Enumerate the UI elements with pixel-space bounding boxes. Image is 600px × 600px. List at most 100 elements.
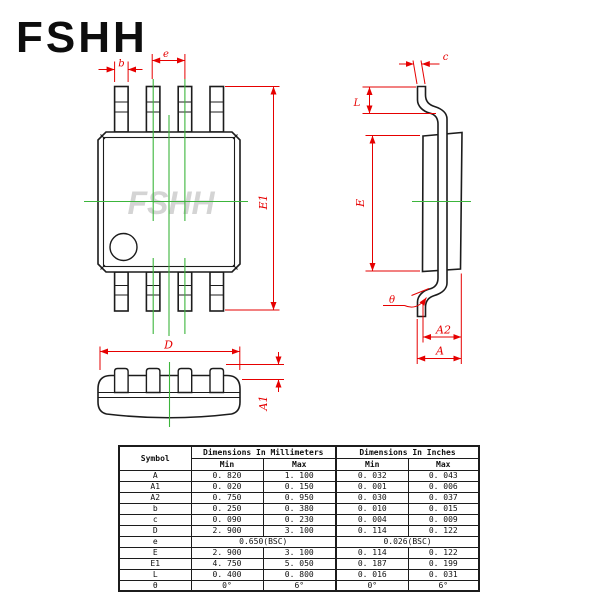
dimension-table: Symbol Dimensions In Millimeters Dimensi… [118,445,481,592]
pin1-indicator [109,232,138,262]
dim-label-D: D [163,339,173,352]
table-row: L 0. 400 0. 800 0. 016 0. 031 [118,568,480,581]
dim-label-A: A [435,345,444,358]
cell-symbol: θ [118,579,192,592]
dim-label-L: L [353,98,361,109]
top-view-dimensions [98,54,280,311]
dim-label-E1: E1 [257,194,270,210]
cell-symbol: A2 [118,491,192,504]
cell-mm-max: 3. 100 [262,524,337,537]
brand-logo: FSHH [16,13,148,62]
table-row: E 2. 900 3. 100 0. 114 0. 122 [118,546,480,559]
cell-in-max: 0. 199 [407,557,480,570]
table-row: A 0. 820 1. 100 0. 032 0. 043 [118,469,480,482]
col-header-in-max: Max [407,457,480,471]
cell-mm-min: 0. 250 [190,502,264,515]
cell-mm-max: 0. 380 [262,502,337,515]
front-leads [113,367,225,394]
cell-in-min: 0. 187 [335,557,409,570]
cell-symbol: e [118,535,192,548]
cell-mm-min: 0. 820 [190,469,264,482]
table-header-row: Symbol Dimensions In Millimeters Dimensi… [118,445,480,471]
cell-in-min: 0. 032 [335,469,409,482]
pin [209,271,225,312]
cell-in-min: 0. 016 [335,568,409,581]
cell-in-max: 0. 006 [407,480,480,493]
col-header-mm: Dimensions In Millimeters [190,445,337,459]
dim-label-A1: A1 [257,396,270,412]
cell-mm-max: 5. 050 [262,557,337,570]
table-row: b 0. 250 0. 380 0. 010 0. 015 [118,502,480,515]
cell-in-max: 0. 037 [407,491,480,504]
cell-mm-min: 2. 900 [190,524,264,537]
cell-in-min: 0. 030 [335,491,409,504]
cell-mm-min: 0. 020 [190,480,264,493]
front-view: D A1 [97,339,284,427]
table-row: A2 0. 750 0. 950 0. 030 0. 037 [118,491,480,504]
centerlines [84,79,248,336]
table-row: c 0. 090 0. 230 0. 004 0. 009 [118,513,480,526]
dimension-table-container: Symbol Dimensions In Millimeters Dimensi… [118,445,481,592]
cell-mm-max: 0. 150 [262,480,337,493]
dim-label-c: c [443,52,449,63]
cell-mm-min: 0. 750 [190,491,264,504]
table-row: D 2. 900 3. 100 0. 114 0. 122 [118,524,480,537]
gull-wing-lead [416,85,448,318]
cell-mm-max: 0. 230 [262,513,337,526]
cell-in-min: 0. 114 [335,524,409,537]
pin [113,271,129,312]
cell-symbol: E1 [118,557,192,570]
cell-mm-min: 0. 400 [190,568,264,581]
cell-mm-max: 1. 100 [262,469,337,482]
cell-mm-min: 0. 090 [190,513,264,526]
col-header-mm-min: Min [190,457,264,471]
pin [113,85,129,133]
cell-symbol: b [118,502,192,515]
cell-mm-max: 0. 800 [262,568,337,581]
cell-mm-max: 6° [262,579,337,592]
dim-label-theta: θ [389,295,395,306]
cell-mm-min: 0° [190,579,264,592]
side-view: c L E θ A2 A [353,52,471,364]
cell-in-max: 0. 009 [407,513,480,526]
table-row: θ 0° 6° 0° 6° [118,579,480,592]
cell-symbol: D [118,524,192,537]
cell-in-max: 0. 031 [407,568,480,581]
body-watermark: FSHH [127,185,215,221]
cell-in-min: 0. 004 [335,513,409,526]
cell-symbol: E [118,546,192,559]
cell-in-max: 0. 122 [407,546,480,559]
cell-in-min: 0° [335,579,409,592]
cell-in-min: 0. 001 [335,480,409,493]
pin [209,85,225,133]
table-row: e 0.650(BSC) 0.026(BSC) [118,535,480,548]
cell-in-min: 0. 010 [335,502,409,515]
cell-mm-max: 0. 950 [262,491,337,504]
cell-symbol: A1 [118,480,192,493]
cell-mm-max: 3. 100 [262,546,337,559]
cell-mm-span: 0.650(BSC) [190,535,337,548]
cell-in-max: 0. 122 [407,524,480,537]
dim-label-b: b [118,59,124,70]
cell-mm-min: 4. 750 [190,557,264,570]
col-header-in-min: Min [335,457,409,471]
col-header-in: Dimensions In Inches [335,445,480,459]
side-view-dimensions [362,60,462,364]
cell-in-max: 0. 043 [407,469,480,482]
cell-in-min: 0. 114 [335,546,409,559]
cell-mm-min: 2. 900 [190,546,264,559]
table-row: E1 4. 750 5. 050 0. 187 0. 199 [118,557,480,570]
cell-in-span: 0.026(BSC) [335,535,480,548]
col-header-mm-max: Max [262,457,337,471]
col-header-symbol: Symbol [118,445,192,471]
cell-in-max: 0. 015 [407,502,480,515]
table-row: A1 0. 020 0. 150 0. 001 0. 006 [118,480,480,493]
front-view-dimensions [99,346,284,392]
cell-symbol: A [118,469,192,482]
cell-in-max: 6° [407,579,480,592]
top-view: FSHH b [84,49,280,336]
cell-symbol: c [118,513,192,526]
table-subheader-row: Min Max Min Max [119,457,480,471]
